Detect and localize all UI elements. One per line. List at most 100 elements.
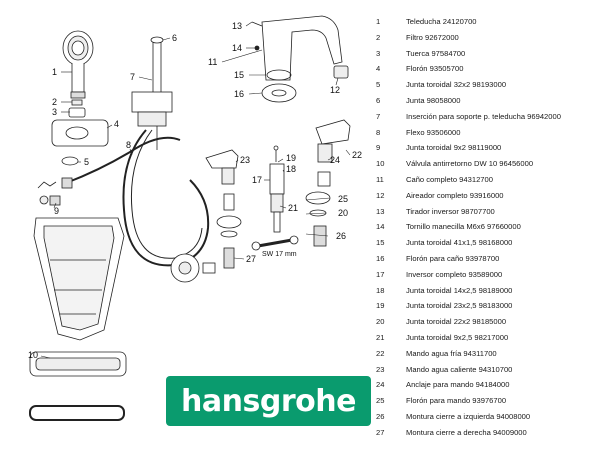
parts-list-item: 19 Junta toroidal 23x2,5 98183000 xyxy=(376,298,598,314)
part-description: Montura cierre a derecha 94009000 xyxy=(406,427,527,437)
hose-weight-illustration xyxy=(170,253,216,283)
callout-1: 1 xyxy=(52,67,57,77)
part-description: Florón 93505700 xyxy=(406,64,464,74)
callout-16: 16 xyxy=(234,89,244,99)
callout-26: 26 xyxy=(336,231,346,241)
part-description: Inserción para soporte p. teleducha 9694… xyxy=(406,111,561,121)
part-number: 7 xyxy=(376,111,381,121)
parts-list-item: 7 Inserción para soporte p. teleducha 969… xyxy=(376,109,598,125)
callout-20: 20 xyxy=(338,208,348,218)
parts-list-item: 18 Junta toroidal 14x2,5 98189000 xyxy=(376,283,598,299)
part-description: Filtro 92672000 xyxy=(406,32,459,42)
filter-illustration xyxy=(68,99,86,118)
part-description: Tuerca 97584700 xyxy=(406,48,466,58)
leader-lines xyxy=(40,21,351,359)
part-number: 4 xyxy=(376,64,381,74)
callout-8: 8 xyxy=(126,140,131,150)
part-description: Florón para mando 93976700 xyxy=(406,396,507,406)
parts-list-item: 23 Mando agua caliente 94310700 xyxy=(376,362,598,378)
brand-logo: hansgrohe xyxy=(166,376,371,426)
callout-15: 15 xyxy=(234,70,244,80)
callout-21: 21 xyxy=(288,203,298,213)
callout-18: 18 xyxy=(286,164,296,174)
callout-27: 27 xyxy=(246,254,256,264)
part-number: 3 xyxy=(376,48,381,58)
part-number: 15 xyxy=(376,238,385,248)
parts-list-item: 14 Tornillo manecilla M6x6 97660000 xyxy=(376,219,598,235)
callout-12: 12 xyxy=(330,85,340,95)
part-description: Junta toroidal 41x1,5 98168000 xyxy=(406,238,513,248)
part-description: Junta toroidal 23x2,5 98183000 xyxy=(406,301,513,311)
parts-list-item: 3 Tuerca 97584700 xyxy=(376,46,598,62)
part-description: Válvula antirretorno DW 10 96456000 xyxy=(406,159,534,169)
callout-22: 22 xyxy=(352,150,362,160)
check-valve-illustration xyxy=(37,181,61,206)
part-number: 1 xyxy=(376,17,381,26)
parts-list-item: 5 Junta toroidal 32x2 98193000 xyxy=(376,77,598,93)
part-number: 11 xyxy=(376,174,384,184)
rosette-plate-illustration xyxy=(51,119,109,147)
parts-list-item: 2 Filtro 92672000 xyxy=(376,30,598,46)
callout-2: 2 xyxy=(52,97,57,107)
part-number: 5 xyxy=(376,80,381,90)
part-number: 2 xyxy=(376,32,381,42)
parts-list-item: 25 Florón para mando 93976700 xyxy=(376,393,598,409)
parts-list-item: 27 Montura cierre a derecha 94009000 xyxy=(376,425,598,441)
callout-23: 23 xyxy=(240,155,250,165)
part-number: 23 xyxy=(376,364,385,374)
part-number: 16 xyxy=(376,253,385,263)
part-description: Junta toroidal 14x2,5 98189000 xyxy=(406,285,513,295)
part-description: Flexo 93506000 xyxy=(406,127,461,137)
part-description: Mando agua fría 94311700 xyxy=(406,348,497,358)
part-number: 21 xyxy=(376,332,385,342)
part-description: Aireador completo 93916000 xyxy=(406,190,504,200)
callout-17: 17 xyxy=(252,175,262,185)
part-description: Florón para caño 93978700 xyxy=(406,253,500,263)
part-number: 25 xyxy=(376,396,385,406)
part-number: 12 xyxy=(376,190,385,200)
part-description: Junta toroidal 9x2 98119000 xyxy=(406,143,502,153)
parts-list: 1 Teleducha 24120700 2 Filtro 92672000 3 Tuer… xyxy=(376,14,598,441)
callout-4: 4 xyxy=(114,119,119,129)
part-number: 14 xyxy=(376,222,385,232)
o-ring-5-illustration xyxy=(61,156,79,166)
part-number: 18 xyxy=(376,285,385,295)
part-description: Montura cierre a izquierda 94008000 xyxy=(406,411,531,421)
part-description: Teleducha 24120700 xyxy=(406,17,477,26)
part-number: 19 xyxy=(376,301,385,311)
part-number: 13 xyxy=(376,206,385,216)
parts-list-item: 26 Montura cierre a izquierda 94008000 xyxy=(376,409,598,425)
callout-7: 7 xyxy=(130,72,135,82)
hand-shower-illustration xyxy=(62,30,94,99)
part-number: 17 xyxy=(376,269,385,279)
part-number: 27 xyxy=(376,427,385,437)
part-number: 8 xyxy=(376,127,381,137)
part-description: Caño completo 94312700 xyxy=(406,174,493,184)
parts-list-item: 4 Florón 93505700 xyxy=(376,61,598,77)
parts-list-item: 22 Mando agua fría 94311700 xyxy=(376,346,598,362)
parts-list-item: 11 Caño completo 94312700 xyxy=(376,172,598,188)
parts-list-item: 12 Aireador completo 93916000 xyxy=(376,188,598,204)
callout-13: 13 xyxy=(232,21,242,31)
part-number: 24 xyxy=(376,380,385,390)
callout-6: 6 xyxy=(172,33,177,43)
part-description: Tornillo manecilla M6x6 97660000 xyxy=(406,222,521,232)
callout-3: 3 xyxy=(52,107,57,117)
callout-24: 24 xyxy=(330,155,340,165)
part-number: 26 xyxy=(376,411,385,421)
part-description: Junta toroidal 22x2 98185000 xyxy=(406,317,507,327)
part-number: 22 xyxy=(376,348,385,358)
part-description: Junta toroidal 32x2 98193000 xyxy=(406,80,507,90)
parts-list-item: 16 Florón para caño 93978700 xyxy=(376,251,598,267)
right-handle-illustration xyxy=(305,119,351,247)
callout-5: 5 xyxy=(84,157,89,167)
parts-list-item: 15 Junta toroidal 41x1,5 98168000 xyxy=(376,235,598,251)
part-number: 6 xyxy=(376,95,381,105)
spout-illustration xyxy=(251,15,349,103)
part-description: Mando agua caliente 94310700 xyxy=(406,364,513,374)
